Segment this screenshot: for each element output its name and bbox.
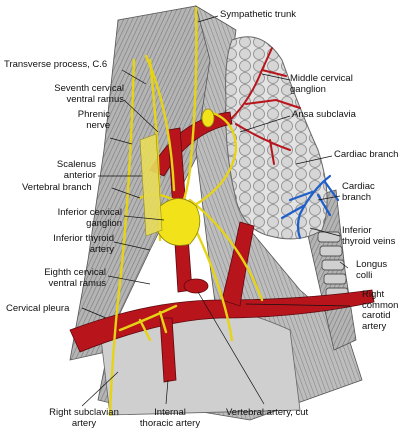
label-internal-thoracic-artery: Internal thoracic artery	[132, 407, 208, 429]
ansa-subclavia-nerve	[176, 110, 238, 216]
inferior-cervical-ganglion	[157, 198, 201, 246]
label-inferior-thyroid-artery-line-2: artery	[89, 243, 114, 255]
cardiac-branch-nerve-1	[188, 198, 264, 302]
subclavian-artery	[69, 289, 375, 353]
label-carotid-line-1: Right	[362, 289, 385, 300]
label-vertebral-artery-cut: Vertebral artery, cut	[226, 407, 309, 418]
label-inferior-thyroid-veins: Inferior thyroid veins	[342, 225, 396, 247]
label-cardiac-2-line-2: branch	[342, 191, 372, 203]
label-scalenus-anterior: Scalenus anterior	[48, 159, 96, 181]
label-seventh-cervical-line-1: Seventh cervical	[54, 83, 124, 94]
leader-lines	[81, 15, 351, 407]
label-carotid-line-2: common	[362, 299, 399, 311]
label-carotid-line-3: carotid	[362, 310, 391, 321]
label-carotid-line-4: artery	[362, 320, 387, 332]
label-seventh-cervical-line-2: ventral ramus	[66, 93, 124, 105]
label-phrenic-line-1: Phrenic	[77, 109, 110, 120]
label-cervical-pleura: Cervical pleura	[6, 303, 70, 314]
label-inferior-thyroid-veins-line-1: Inferior	[342, 225, 372, 236]
label-phrenic-line-2: nerve	[86, 119, 110, 131]
pleural-nerve-branches	[118, 304, 178, 342]
scalenus-anterior-muscle	[139, 133, 163, 237]
label-longus-colli-line-1: Longus	[356, 259, 388, 270]
label-scalenus-line-2: anterior	[63, 169, 96, 181]
label-phrenic-nerve: Phrenic nerve	[70, 109, 110, 131]
label-internal-thoracic-line-1: Internal	[154, 407, 186, 418]
label-middle-cervical-line-2: ganglion	[290, 83, 326, 95]
label-eighth-cervical-ventral-ramus: Eighth cervical ventral ramus	[10, 267, 106, 289]
label-sympathetic-trunk: Sympathetic trunk	[220, 9, 297, 20]
label-subclavian-line-1: Right subclavian	[49, 407, 119, 418]
label-internal-thoracic-line-2: thoracic artery	[139, 417, 201, 429]
label-seventh-cervical-ventral-ramus: Seventh cervical ventral ramus	[20, 83, 124, 105]
label-middle-cervical-line-1: Middle cervical	[290, 73, 353, 84]
thyroid-artery-branches	[231, 47, 301, 165]
label-inferior-cervical-ganglion: Inferior cervical ganglion	[30, 207, 122, 229]
common-carotid-artery	[221, 221, 255, 307]
label-eighth-cervical-line-2: ventral ramus	[48, 277, 106, 289]
label-inferior-thyroid-artery: Inferior thyroid artery	[24, 233, 114, 255]
label-cardiac-branch-2: Cardiac branch	[342, 181, 375, 203]
label-longus-colli-line-2: colli	[356, 269, 373, 281]
internal-thoracic-artery	[159, 317, 177, 383]
label-ansa-subclavia: Ansa subclavia	[292, 109, 356, 120]
label-inferior-thyroid-veins-line-2: thyroid veins	[342, 235, 396, 247]
label-right-subclavian-artery: Right subclavian artery	[42, 407, 126, 429]
label-middle-cervical-ganglion: Middle cervical ganglion	[290, 73, 353, 95]
label-cardiac-2-line-1: Cardiac	[342, 181, 375, 192]
label-cardiac-branch: Cardiac branch	[334, 149, 399, 160]
thyroid-gland	[225, 36, 328, 240]
label-scalenus-line-1: Scalenus	[56, 159, 96, 170]
vertebral-artery-cut-stump	[183, 278, 209, 294]
label-transverse-process-c6: Transverse process, C.6	[4, 59, 108, 70]
label-vertebral-branch: Vertebral branch	[22, 182, 92, 193]
label-inferior-cervical-line-1: Inferior cervical	[57, 207, 122, 218]
label-inferior-thyroid-artery-line-1: Inferior thyroid	[53, 233, 114, 244]
label-longus-colli: Longus colli	[356, 259, 388, 281]
label-right-common-carotid-artery: Right common carotid artery	[362, 289, 399, 332]
label-subclavian-line-2: artery	[71, 417, 97, 429]
middle-cervical-ganglion	[201, 108, 215, 128]
phrenic-nerve	[108, 58, 136, 417]
label-inferior-cervical-line-2: ganglion	[86, 217, 122, 229]
label-eighth-cervical-line-1: Eighth cervical	[44, 267, 106, 278]
trachea-rings	[317, 231, 349, 299]
